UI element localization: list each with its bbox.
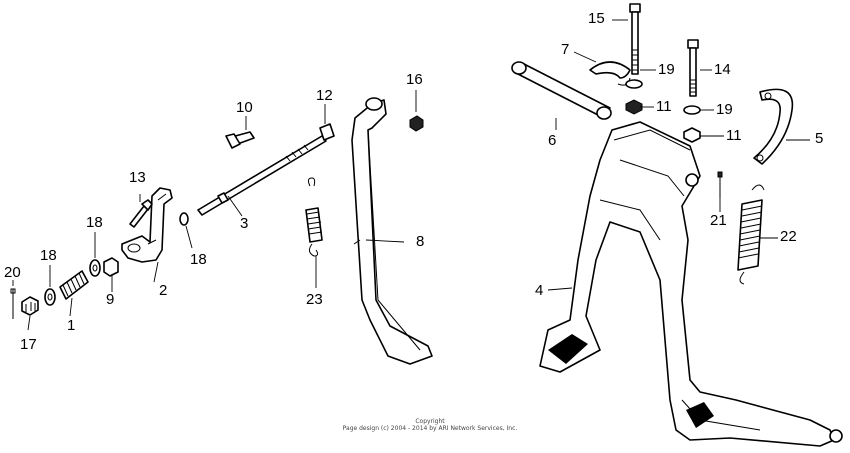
- part-21-pin: [717, 171, 723, 198]
- part-19-washer-right: [683, 105, 701, 115]
- part-14-bolt: [687, 39, 699, 97]
- part-13-bolt: [129, 199, 153, 228]
- callout-13: 13: [129, 169, 146, 186]
- part-20-pin: [10, 288, 16, 319]
- part-3-rod: [197, 135, 327, 216]
- part-22-spring: [737, 184, 765, 285]
- part-19-washer-top: [625, 79, 643, 89]
- callout-20: 20: [4, 264, 21, 281]
- callout-3: 3: [240, 215, 249, 232]
- part-11-nut-left: [625, 99, 643, 115]
- part-17-nut: [21, 296, 39, 316]
- part-18-washer-left: [44, 288, 56, 306]
- part-12-collar: [319, 123, 335, 141]
- callout-23: 23: [306, 291, 323, 308]
- callout-10: 10: [236, 99, 253, 116]
- callout-17: 17: [20, 336, 37, 353]
- callout-6: 6: [548, 132, 557, 149]
- callout-18-left: 18: [40, 247, 57, 264]
- part-23-spring: [305, 177, 323, 257]
- callout-2: 2: [159, 282, 168, 299]
- part-18-washer-mid: [89, 259, 101, 277]
- leader-lines: [12, 19, 810, 331]
- callout-5: 5: [815, 130, 824, 147]
- callout-18-mid: 18: [86, 214, 103, 231]
- callout-1: 1: [67, 317, 76, 334]
- part-11-nut-right: [683, 127, 701, 143]
- part-8-side-stand: [351, 97, 433, 365]
- callout-19-top: 19: [658, 61, 675, 78]
- part-6-pipe: [511, 61, 612, 120]
- callout-12: 12: [316, 87, 333, 104]
- part-10-bolt: [225, 131, 255, 149]
- part-1-spring: [59, 270, 89, 300]
- callout-19-right: 19: [716, 101, 733, 118]
- callout-8: 8: [416, 233, 425, 250]
- part-4-main-stand: [539, 121, 843, 447]
- part-16-nut: [409, 115, 424, 132]
- callout-11-left: 11: [656, 98, 672, 115]
- copyright-line-2: Page design (c) 2004 - 2014 by ARI Netwo…: [342, 425, 518, 432]
- callout-16: 16: [406, 71, 423, 88]
- part-9-collar: [103, 257, 119, 277]
- callout-4: 4: [535, 282, 544, 299]
- part-2-bracket: [121, 187, 173, 263]
- callout-14: 14: [714, 61, 731, 78]
- part-5-curved-bracket: [753, 88, 794, 165]
- copyright-line-1: Copyright: [415, 418, 445, 425]
- part-15-bolt: [629, 3, 641, 75]
- part-18-washer-right: [179, 212, 189, 226]
- copyright-notice: Copyright Page design (c) 2004 - 2014 by…: [300, 418, 560, 432]
- part-7-clip: [589, 61, 631, 86]
- callout-21: 21: [710, 212, 727, 229]
- callout-15: 15: [588, 10, 605, 27]
- callout-22: 22: [780, 228, 797, 245]
- callout-18-right: 18: [190, 251, 207, 268]
- callout-9: 9: [106, 291, 115, 308]
- callout-11-right: 11: [726, 127, 742, 144]
- callout-7: 7: [561, 41, 570, 58]
